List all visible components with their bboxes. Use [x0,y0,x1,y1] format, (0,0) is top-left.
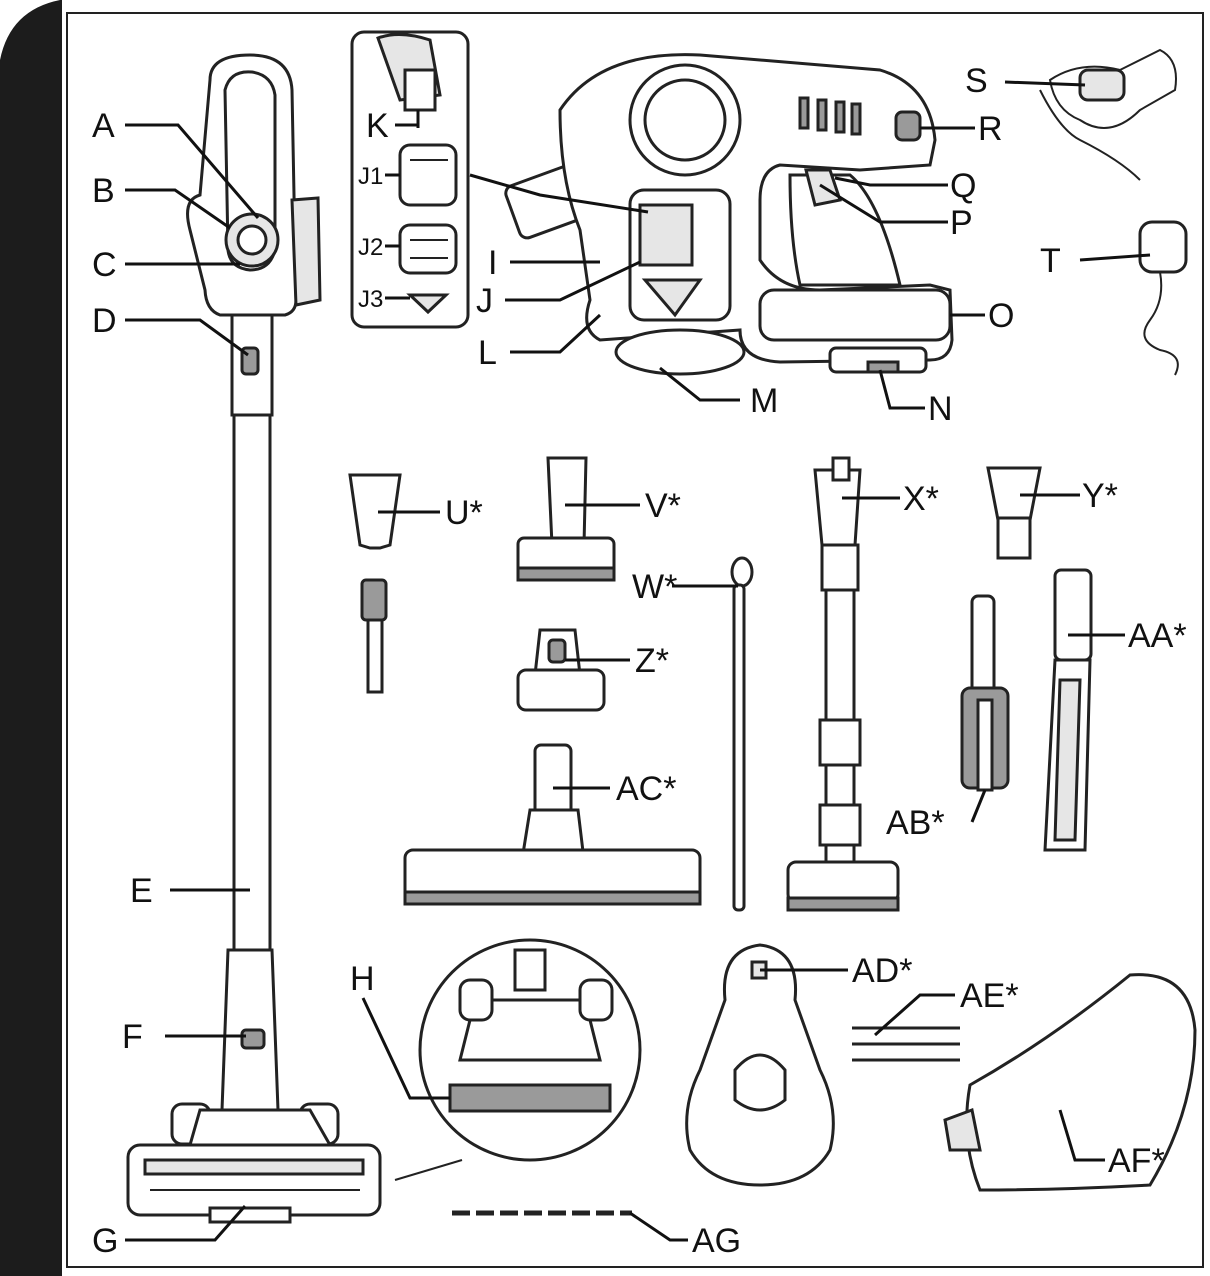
crevice-tool [348,473,402,694]
label-n: N [928,390,953,428]
upholstery-tool [516,456,616,582]
label-e: E [130,872,153,910]
label-f: F [122,1018,143,1056]
label-ag: AG [692,1222,741,1260]
screws-and-plugs [852,1026,960,1062]
label-g: G [92,1222,118,1260]
label-z: Z* [635,642,669,680]
label-j: J [476,282,493,320]
label-p: P [950,204,973,242]
hard-floor-head [403,743,702,906]
part-labels: A B C D E F G H I J J1 J2 J3 K L M N O P… [92,62,1187,1260]
label-ad: AD* [852,952,912,990]
label-i: I [488,244,497,282]
filter-cleaning-hands [1039,48,1177,181]
label-w: W* [632,568,677,606]
label-d: D [92,302,117,340]
label-x: X* [903,480,939,518]
label-t: T [1040,242,1061,280]
mini-motorised-tool [516,628,606,712]
label-c: C [92,246,117,284]
label-af: AF* [1108,1142,1165,1180]
storage-bag [943,973,1197,1192]
label-r: R [978,110,1003,148]
charger [1138,220,1188,376]
label-o: O [988,297,1014,335]
label-a: A [92,107,115,145]
stick-vacuum [126,53,382,1224]
diagram-frame [66,12,1204,1268]
wall-bracket [685,943,835,1187]
label-v: V* [645,487,681,525]
handheld-unit [504,53,954,376]
label-ab: AB* [886,804,945,842]
label-s: S [965,62,988,100]
label-q: Q [950,167,976,205]
label-m: M [750,382,778,420]
label-j3: J3 [358,286,383,313]
label-y: Y* [1082,477,1118,515]
dusting-brush [960,594,1010,792]
filter-inset [350,30,470,329]
flexible-extension-tool [786,456,900,912]
label-u: U* [445,494,483,532]
label-aa: AA* [1128,617,1187,655]
label-l: L [478,334,497,372]
label-ac: AC* [616,770,676,808]
label-j2: J2 [358,234,383,261]
label-h: H [350,960,375,998]
label-j1: J1 [358,163,383,190]
label-ae: AE* [960,977,1019,1015]
cleaning-tool [730,556,754,912]
adaptor [986,466,1042,560]
long-crevice-tool [1043,568,1093,852]
label-k: K [366,107,389,145]
leader-lines [125,80,1151,1242]
label-b: B [92,172,115,210]
brushroll-zoom [394,938,642,1181]
